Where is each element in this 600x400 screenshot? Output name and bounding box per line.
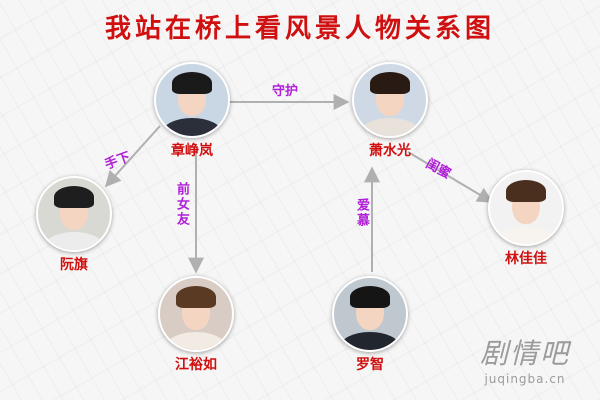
character-name: 阮旗	[60, 257, 88, 273]
brand-url: juqingba.cn	[484, 372, 566, 386]
avatar-clothes	[162, 118, 222, 136]
avatar-clothes	[44, 232, 104, 250]
portrait-man-icon	[36, 176, 112, 252]
character-node-luo: 罗智	[332, 276, 408, 374]
portrait-woman-icon	[352, 62, 428, 138]
avatar-hair	[176, 286, 216, 308]
character-node-lin: 林佳佳	[488, 170, 564, 268]
character-node-xiao: 萧水光	[352, 62, 428, 160]
diagram-title: 我站在桥上看风景人物关系图	[104, 14, 495, 44]
avatar-clothes	[496, 226, 556, 244]
avatar-hair	[350, 286, 390, 308]
relation-label-guard: 守护	[272, 84, 299, 99]
brand-watermark: 剧情吧 juqingba.cn	[480, 332, 570, 386]
brand-name: 剧情吧	[479, 337, 570, 370]
character-node-jiang: 江裕如	[158, 276, 234, 374]
character-name: 罗智	[356, 357, 384, 373]
character-name: 江裕如	[175, 357, 217, 373]
portrait-man-icon	[332, 276, 408, 352]
avatar-clothes	[166, 332, 226, 350]
avatar-clothes	[360, 118, 420, 136]
character-node-zhang: 章峥岚	[154, 62, 230, 160]
avatar-hair	[370, 72, 410, 94]
arrow-xiao-to-lin	[407, 151, 494, 203]
character-node-ruan: 阮旗	[36, 176, 112, 274]
character-name: 萧水光	[369, 143, 411, 159]
avatar-hair	[172, 72, 212, 94]
arrow-zhang-to-ruan	[104, 125, 161, 188]
portrait-man-icon	[154, 62, 230, 138]
portrait-woman-icon	[158, 276, 234, 352]
avatar-hair	[506, 180, 546, 202]
avatar-hair	[54, 186, 94, 208]
portrait-woman-icon	[488, 170, 564, 246]
character-name: 章峥岚	[171, 143, 213, 159]
avatar-clothes	[340, 332, 400, 350]
relation-label-ex-girlfriend: 前女友	[174, 182, 189, 227]
relation-label-admires: 爱慕	[354, 198, 369, 228]
character-name: 林佳佳	[505, 251, 547, 267]
